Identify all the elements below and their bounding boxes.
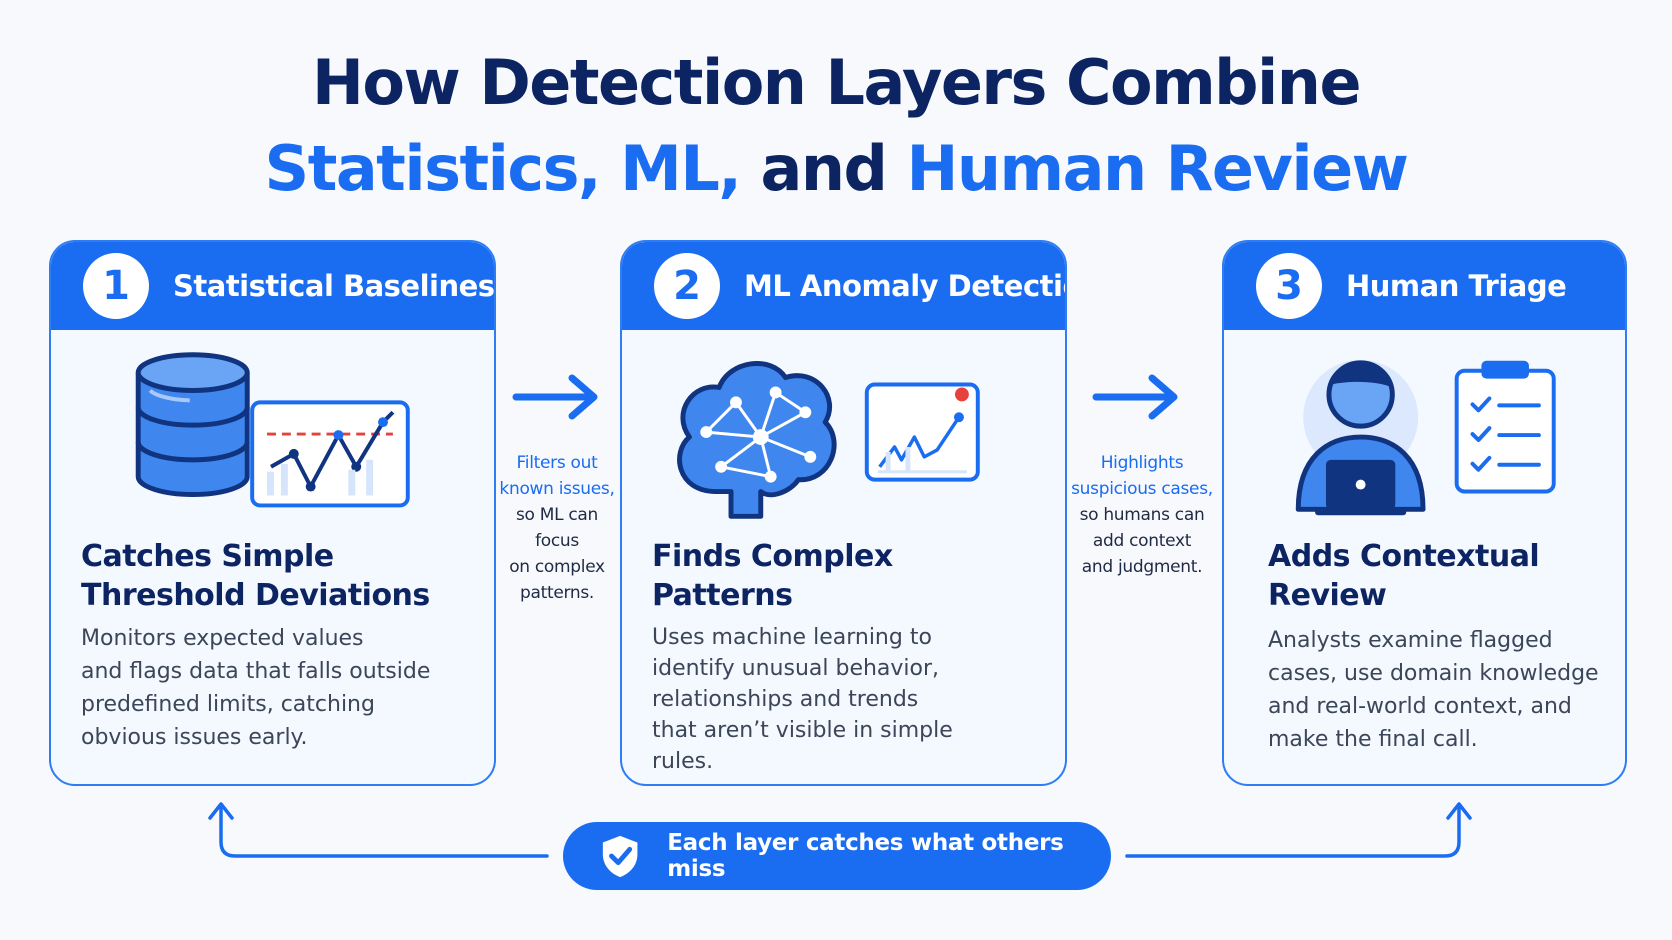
card-description-line: that aren’t visible in simple — [652, 718, 953, 743]
anomaly-chart-icon — [864, 382, 980, 482]
card-header: 2 ML Anomaly Detection — [622, 242, 1065, 330]
card-subtitle-line-2: Patterns — [652, 578, 793, 613]
database-icon — [135, 352, 250, 498]
connector-note-highlight: Highlights — [1100, 453, 1184, 473]
connector-note-1: Filters out known issues, so ML can focu… — [495, 450, 619, 606]
card-illustration — [1295, 359, 1556, 516]
connector-note-highlight: Filters out — [516, 453, 598, 473]
card-statistical-baselines: 1 Statistical Baselines Catches Simple — [49, 240, 496, 786]
arrow-up-icon — [1446, 802, 1472, 820]
card-human-triage: 3 Human Triage Adds Contextua — [1222, 240, 1627, 786]
card-header: 3 Human Triage — [1224, 242, 1625, 330]
card-description-line: rules. — [652, 749, 714, 774]
summary-banner: Each layer catches what others miss — [563, 822, 1111, 890]
connector-note-highlight: suspicious cases, — [1071, 479, 1213, 499]
card-illustration — [677, 361, 980, 519]
card-subtitle: Adds Contextual Review — [1268, 537, 1605, 615]
connector-note-line: patterns. — [519, 583, 595, 603]
card-subtitle: Catches Simple Threshold Deviations — [81, 537, 474, 615]
threshold-chart-icon — [250, 400, 410, 508]
card-ml-anomaly-detection: 2 ML Anomaly Detection — [620, 240, 1067, 786]
title-line-1: How Detection Layers Combine — [312, 46, 1362, 119]
card-description: Uses machine learning to identify unusua… — [652, 622, 1043, 777]
arrow-right-icon — [1092, 374, 1178, 420]
connector-note-highlight: known issues, — [499, 479, 615, 499]
card-description-line: relationships and trends — [652, 687, 919, 712]
shield-check-icon — [602, 835, 638, 878]
connector-note-line: on complex — [509, 557, 605, 577]
card-description-line: obvious issues early. — [81, 725, 308, 750]
checklist-clipboard-icon — [1454, 360, 1556, 494]
card-description: Monitors expected values and flags data … — [81, 622, 472, 754]
card-description-line: Analysts examine flagged — [1268, 628, 1553, 653]
arrow-up-icon — [208, 802, 234, 820]
connector-note-2: Highlights suspicious cases, so humans c… — [1068, 450, 1216, 580]
card-description-line: identify unusual behavior, — [652, 656, 940, 681]
card-subtitle: Finds Complex Patterns — [652, 537, 1045, 615]
card-description: Analysts examine flagged cases, use doma… — [1268, 624, 1603, 756]
card-subtitle-line-2: Threshold Deviations — [81, 578, 430, 613]
card-title: Human Triage — [1346, 269, 1567, 303]
step-number-badge: 2 — [654, 253, 720, 319]
brain-network-icon — [677, 361, 837, 519]
card-title: Statistical Baselines — [173, 269, 495, 303]
title-line-2: Statistics, ML, and Human Review — [0, 126, 1672, 212]
connector-note-line: add context — [1092, 531, 1192, 551]
title-line-2-and: and — [760, 132, 888, 205]
connector-note-line: and judgment. — [1081, 557, 1203, 577]
page-title: How Detection Layers Combine Statistics,… — [0, 40, 1672, 212]
arrow-right-icon — [512, 374, 598, 420]
banner-text: Each layer catches what others miss — [667, 830, 1064, 882]
connector-note-line: so ML can focus — [515, 505, 599, 551]
card-description-line: cases, use domain knowledge — [1268, 661, 1599, 686]
step-number-badge: 1 — [83, 253, 149, 319]
card-description-line: make the final call. — [1268, 727, 1478, 752]
title-line-2-human-review: Human Review — [906, 132, 1408, 205]
card-subtitle-line-1: Finds Complex — [652, 539, 893, 574]
card-description-line: predefined limits, catching — [81, 692, 375, 717]
card-subtitle-line-1: Catches Simple — [81, 539, 334, 574]
analyst-laptop-icon — [1295, 359, 1426, 516]
title-line-2-statistics-ml: Statistics, ML, — [264, 132, 742, 205]
connector-note-line: so humans can — [1079, 505, 1205, 525]
step-number-badge: 3 — [1256, 253, 1322, 319]
card-description-line: and flags data that falls outside — [81, 659, 431, 684]
card-subtitle-line-1: Adds Contextual — [1268, 539, 1540, 574]
card-illustration — [135, 352, 410, 508]
card-description-line: Monitors expected values — [81, 626, 364, 651]
card-header: 1 Statistical Baselines — [51, 242, 494, 330]
card-subtitle-line-2: Review — [1268, 578, 1387, 613]
card-title: ML Anomaly Detection — [744, 269, 1067, 303]
card-description-line: Uses machine learning to — [652, 625, 932, 650]
card-description-line: and real-world context, and — [1268, 694, 1572, 719]
